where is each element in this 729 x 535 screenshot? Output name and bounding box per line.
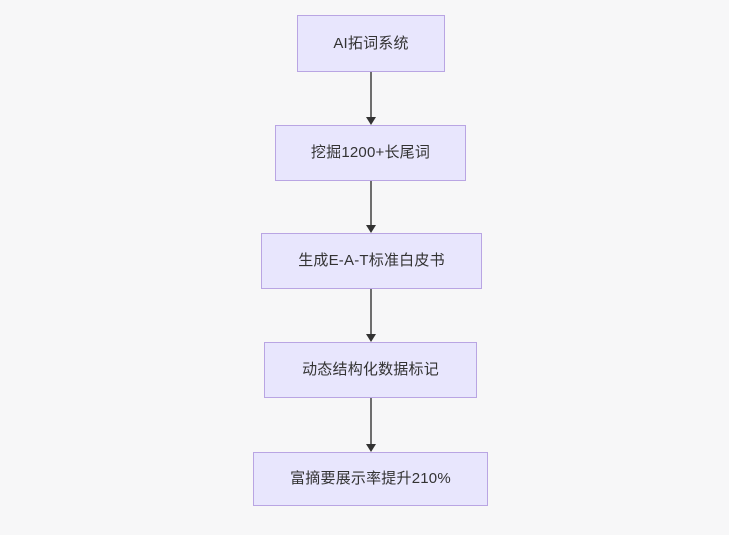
flow-node-rich-snippet-impression-lift[interactable]: 富摘要展示率提升210% bbox=[253, 452, 488, 506]
edge-node4-to-node5 bbox=[366, 398, 376, 452]
arrowhead-icon bbox=[366, 117, 376, 125]
edge-node3-to-node4 bbox=[366, 289, 376, 342]
flow-node-label: 富摘要展示率提升210% bbox=[290, 470, 451, 487]
edge-line bbox=[370, 289, 372, 335]
flow-node-ai-keyword-system[interactable]: AI拓词系统 bbox=[297, 15, 445, 72]
edge-node1-to-node2 bbox=[366, 72, 376, 125]
flow-node-label: 挖掘1200+长尾词 bbox=[310, 144, 431, 161]
flow-node-label: 动态结构化数据标记 bbox=[302, 361, 439, 378]
edge-line bbox=[370, 181, 372, 226]
flow-node-label: AI拓词系统 bbox=[333, 34, 409, 52]
edge-node2-to-node3 bbox=[366, 181, 376, 233]
flow-node-label: 生成E-A-T标准白皮书 bbox=[298, 252, 445, 269]
flow-node-mine-longtail-keywords[interactable]: 挖掘1200+长尾词 bbox=[275, 125, 466, 181]
edge-line bbox=[370, 398, 372, 445]
edge-line bbox=[370, 72, 372, 118]
arrowhead-icon bbox=[366, 334, 376, 342]
arrowhead-icon bbox=[366, 225, 376, 233]
flow-node-generate-eat-whitepaper[interactable]: 生成E-A-T标准白皮书 bbox=[261, 233, 482, 289]
flow-node-dynamic-structured-data-markup[interactable]: 动态结构化数据标记 bbox=[264, 342, 477, 398]
arrowhead-icon bbox=[366, 444, 376, 452]
